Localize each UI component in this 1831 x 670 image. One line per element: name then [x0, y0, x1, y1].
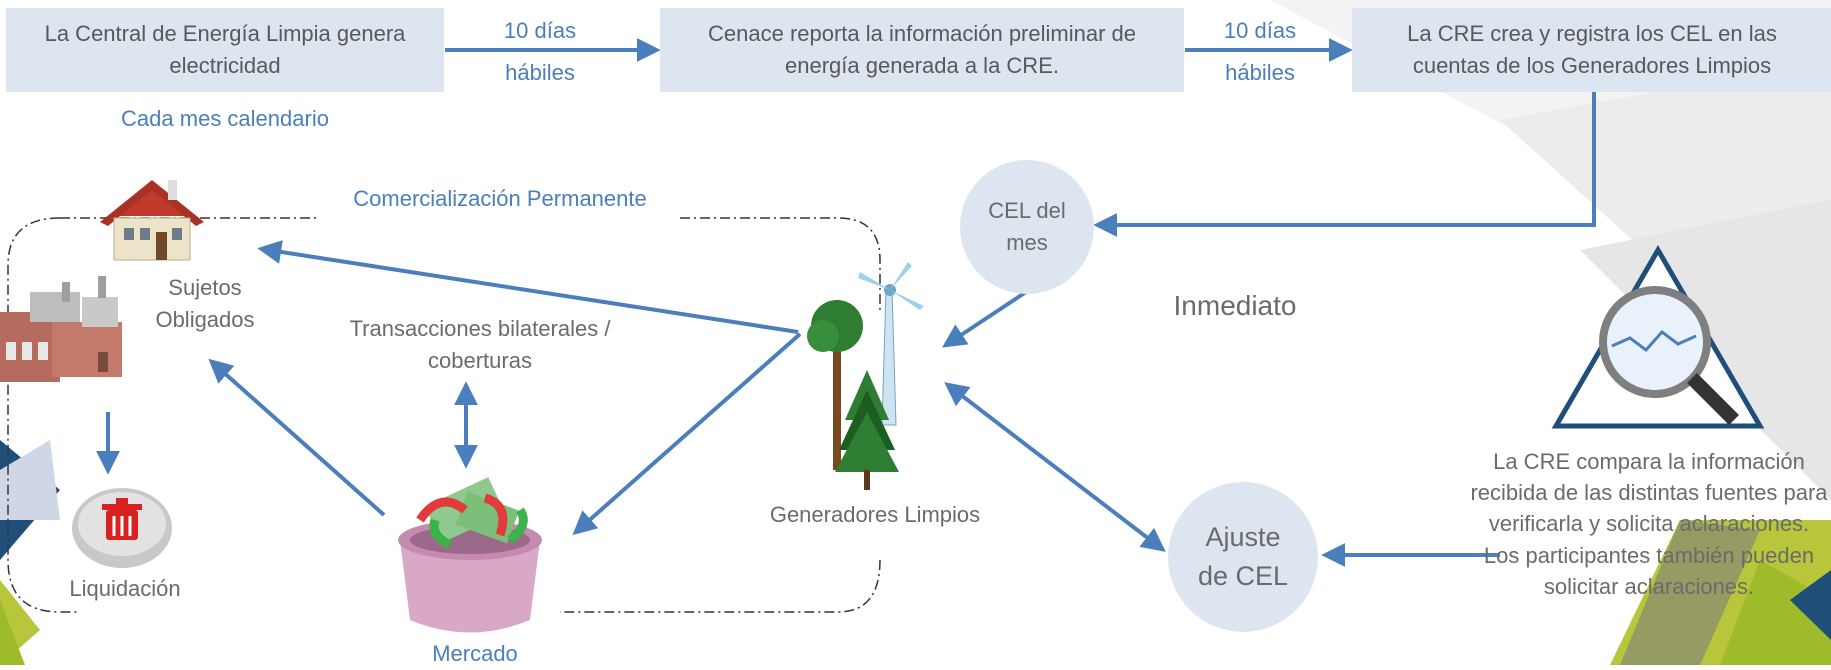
node-cel-month-text: CEL del mes [988, 198, 1066, 255]
arrow-market-to-obligated [208, 358, 386, 517]
timing-monthly: Cada mes calendario [121, 106, 329, 131]
step-box-cenace: Cenace reporta la información preliminar… [660, 8, 1184, 92]
trash-can-icon [72, 488, 172, 568]
label-settlement: Liquidación [69, 576, 181, 601]
step-box-central: La Central de Energía Limpia genera elec… [6, 8, 444, 92]
step-box-cre: La CRE crea y registra los CEL en las cu… [1352, 8, 1831, 92]
node-adjust: Ajuste de CEL [1168, 482, 1318, 632]
step-box-cre-text: La CRE crea y registra los CEL en las cu… [1407, 21, 1777, 78]
timing-first-line2: hábiles [505, 59, 575, 85]
arrow-cel-to-generators [941, 290, 1028, 348]
review-note: La CRE compara la información recibida d… [1470, 449, 1828, 599]
label-market: Mercado [432, 641, 518, 666]
timing-first-line1: 10 días [503, 18, 577, 43]
timing-second-line1: 10 días [1223, 18, 1297, 43]
timing-first: 10 días hábiles [470, 10, 610, 94]
timing-immediate: Inmediato [1173, 290, 1297, 321]
step-box-cenace-text: Cenace reporta la información preliminar… [708, 21, 1136, 78]
magnifier-icon [1551, 245, 1765, 429]
label-obligated: Sujetos Obligados [155, 275, 255, 332]
wind-turbine-icon [858, 262, 924, 426]
arrow-cre-to-cel [1093, 92, 1596, 237]
timing-second-line2: hábiles [1225, 59, 1295, 85]
node-cel-month: CEL del mes [960, 160, 1094, 294]
timing-second: 10 días hábiles [1190, 10, 1330, 94]
arrow-generators-to-market [572, 332, 802, 536]
label-permanent-trade: Comercialización Permanente [320, 183, 680, 215]
label-bilateral: Transacciones bilaterales / coberturas [349, 316, 611, 373]
house-icon [100, 180, 204, 261]
label-generators: Generadores Limpios [769, 502, 981, 527]
money-basket-icon [398, 477, 542, 633]
factory-icon [0, 276, 122, 382]
tree-icon [807, 300, 899, 490]
arrow-generators-to-obligated [257, 240, 799, 334]
step-box-central-text: La Central de Energía Limpia genera elec… [44, 21, 406, 78]
node-adjust-text: Ajuste de CEL [1197, 521, 1289, 591]
arrow-generators-adjust [944, 382, 1166, 552]
